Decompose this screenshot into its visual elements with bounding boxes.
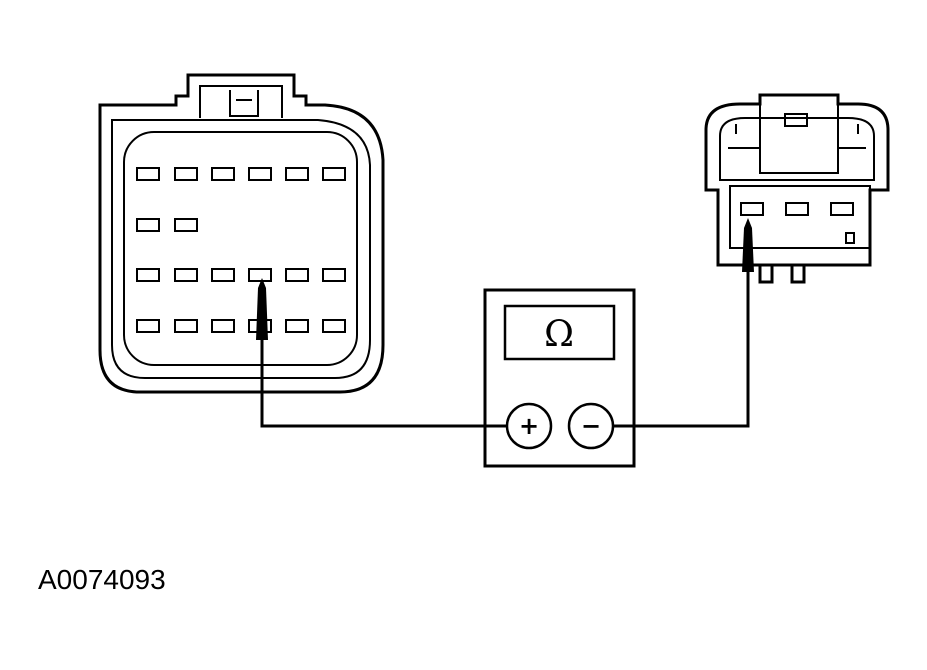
terminal [174,218,198,232]
ohm-symbol: Ω [544,314,574,355]
terminal [322,319,346,333]
small-connector-pins [758,265,806,284]
terminal [285,167,309,181]
terminal [322,268,346,282]
terminal [285,319,309,333]
terminal [830,202,854,216]
terminal [136,167,160,181]
ohmmeter: Ω + − [483,288,636,468]
terminal [211,319,235,333]
terminal-small [845,232,855,244]
probe-left [256,278,268,340]
terminal [211,167,235,181]
small-connector [704,93,890,284]
positive-lead-wire [260,340,507,428]
figure-id: A0074093 [38,564,166,595]
small-connector-housing [704,93,890,267]
terminal-probed [740,202,764,216]
terminal [285,268,309,282]
terminal [211,268,235,282]
terminal [136,319,160,333]
small-connector-inner-outline [719,117,875,181]
terminal-probed [248,268,272,282]
terminal [248,167,272,181]
terminal [136,218,160,232]
large-connector-housing [98,73,385,394]
small-connector-lock-tab [784,113,808,127]
large-connector-cavity [123,131,358,366]
large-connector [98,73,385,394]
terminal [322,167,346,181]
small-connector-latch [759,94,839,174]
terminal [174,167,198,181]
small-connector-side-rails [728,124,866,149]
positive-terminal-label: + [519,412,539,440]
terminal [785,202,809,216]
terminal [174,319,198,333]
terminal [136,268,160,282]
large-connector-inner-outline [111,119,371,379]
terminal [174,268,198,282]
ohmmeter-display [503,304,616,361]
small-connector-body [729,185,871,249]
probe-right [742,218,754,272]
negative-lead-wire [613,272,750,428]
large-connector-latch [199,85,283,118]
negative-terminal-label: − [581,412,601,440]
